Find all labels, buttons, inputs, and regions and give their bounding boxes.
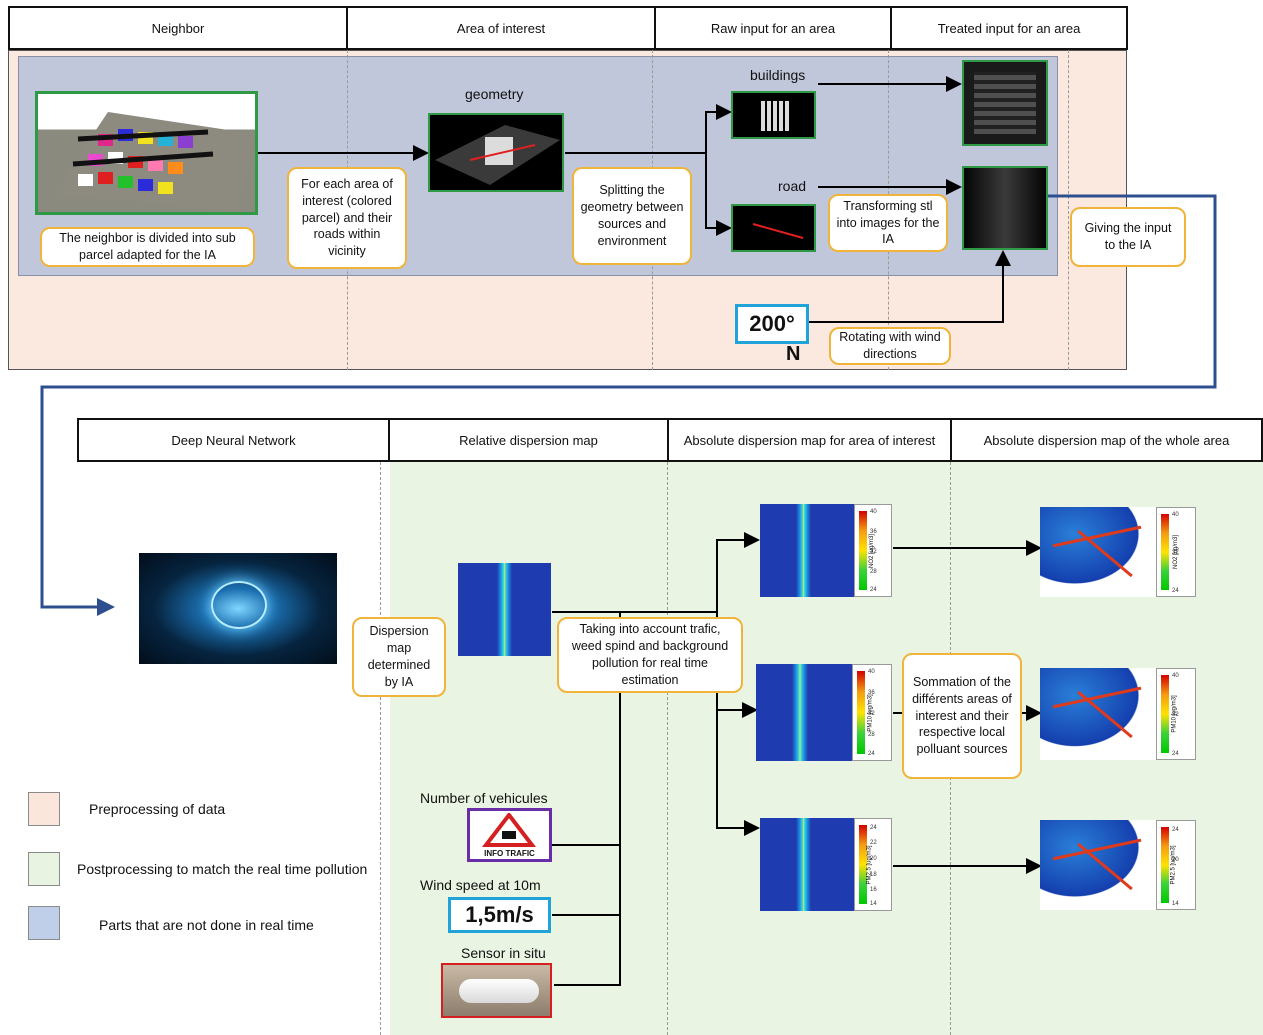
header-deep-neural-network: Deep Neural Network [77, 418, 390, 462]
legend-label-not-realtime: Parts that are not done in real time [99, 917, 314, 933]
info-trafic-text: INFO TRAFIC [484, 849, 535, 858]
no2-whole-colorbar: 40 32 24 NO2 [ug/m3] [1156, 507, 1196, 597]
wind-speed-value: 1,5m/s [448, 897, 551, 933]
no2-colorbar: 40 36 32 28 24 NO2 [ug/m3] [854, 504, 892, 597]
legend-swatch-not-realtime [28, 906, 60, 940]
treated-road-image [962, 166, 1048, 250]
header-raw-input: Raw input for an area [654, 6, 892, 50]
pm25-dispersion-map [760, 818, 854, 911]
neural-network-image [139, 553, 337, 664]
wind-label: Wind speed at 10m [420, 877, 541, 893]
pm10-whole-colorbar: 40 32 24 PM10 [ug/m3] [1156, 668, 1196, 760]
no2-dispersion-map [760, 504, 854, 597]
separator-line [380, 462, 381, 1035]
wind-direction-value: 200° [735, 304, 809, 344]
buildings-image [731, 91, 816, 139]
warning-triangle-icon [481, 813, 537, 847]
header-area-of-interest: Area of interest [346, 6, 656, 50]
no2-whole-area-map [1040, 507, 1156, 597]
relative-dispersion-map [458, 563, 551, 656]
geometry-label: geometry [465, 86, 524, 102]
note-taking-into-account: Taking into account trafic, weed spind a… [557, 617, 743, 693]
pm25-whole-area-map [1040, 820, 1156, 910]
note-area-of-interest: For each area of interest (colored parce… [287, 167, 407, 269]
pm10-dispersion-map [756, 664, 852, 761]
separator-line [667, 462, 668, 1035]
road-image [731, 204, 816, 252]
brain-icon [211, 581, 267, 629]
sensor-image [441, 963, 552, 1018]
legend-label-preprocessing: Preprocessing of data [89, 801, 226, 817]
legend-swatch-postprocessing [28, 852, 60, 886]
header-relative-dispersion: Relative dispersion map [388, 418, 669, 462]
note-dispersion: Dispersion map determined by IA [352, 617, 446, 697]
note-rotating: Rotating with wind directions [829, 327, 951, 365]
buildings-label: buildings [750, 67, 806, 83]
header-treated-input: Treated input for an area [890, 6, 1128, 50]
sensor-label: Sensor in situ [461, 945, 546, 961]
note-splitting: Splitting the geometry between sources a… [572, 167, 692, 265]
note-transforming: Transforming stl into images for the IA [828, 194, 948, 252]
geometry-image [428, 113, 564, 192]
pm25-colorbar: 24 22 20 18 16 14 PM2.5 [ug/m3] [854, 818, 892, 911]
legend-label-postprocessing: Postprocessing to match the real time po… [77, 861, 368, 877]
treated-buildings-image [962, 60, 1048, 146]
neighbor-3d-image [35, 91, 258, 215]
note-neighbor: The neighbor is divided into sub parcel … [40, 227, 255, 267]
pm25-whole-colorbar: 24 20 14 PM2.5 [ug/m3] [1156, 820, 1196, 910]
north-label: N [786, 343, 801, 365]
note-sommation: Sommation of the différents areas of int… [902, 653, 1022, 779]
pm10-whole-area-map [1040, 668, 1156, 760]
separator-line [1068, 50, 1069, 370]
road-label: road [778, 178, 807, 194]
vehicles-label: Number of vehicules [420, 790, 548, 806]
info-trafic-sign: INFO TRAFIC [467, 808, 552, 862]
header-absolute-whole: Absolute dispersion map of the whole are… [950, 418, 1263, 462]
header-absolute-area: Absolute dispersion map for area of inte… [667, 418, 952, 462]
legend-swatch-preprocessing [28, 792, 60, 826]
pm10-colorbar: 40 36 32 28 24 PM10 [ug/m3] [852, 664, 892, 761]
note-giving-input: Giving the input to the IA [1070, 207, 1186, 267]
